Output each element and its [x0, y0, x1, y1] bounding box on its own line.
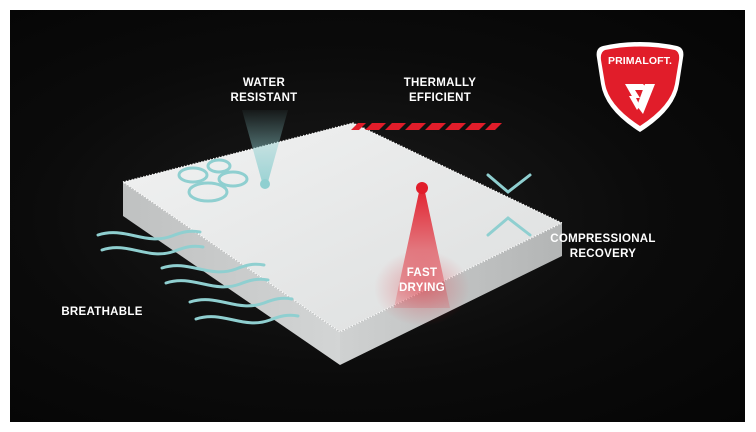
- fast-drying-beam: [374, 182, 470, 326]
- label-fast-drying: FAST DRYING: [398, 267, 446, 294]
- label-thermally-efficient: THERMALLY EFFICIENT: [403, 77, 477, 104]
- label-breathable: BREATHABLE: [61, 306, 143, 318]
- label-water-resistant: WATER RESISTANT: [230, 77, 298, 104]
- thermal-stripes: [351, 123, 502, 130]
- insulation-slab: [121, 122, 564, 365]
- primaloft-logo: PRIMALOFT.: [593, 40, 687, 136]
- air-waves-icon: [96, 229, 300, 325]
- compression-arrows-icon: [486, 173, 532, 237]
- brand-name: PRIMALOFT.: [608, 55, 672, 67]
- label-compressional-recovery: COMPRESSIONAL RECOVERY: [550, 233, 656, 260]
- water-droplets-icon: [177, 158, 249, 203]
- primaloft-shield-icon: [596, 42, 684, 132]
- infographic-stage: WATER RESISTANT THERMALLY EFFICIENT COMP…: [10, 10, 745, 422]
- insulation-illustration: [96, 110, 564, 365]
- slab-top-face: [121, 122, 564, 333]
- slab-left-face: [123, 182, 340, 365]
- water-beam: [242, 110, 288, 189]
